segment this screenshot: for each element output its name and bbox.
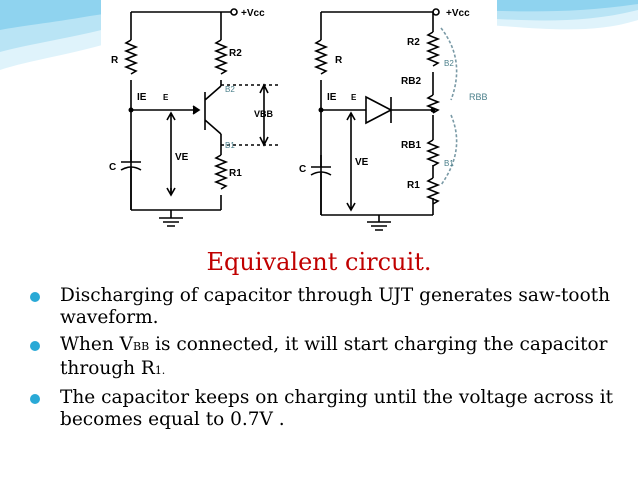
right-e-label: E (351, 93, 357, 102)
bullet-item-3: The capacitor keeps on charging until th… (30, 387, 620, 431)
bullet-dot-icon (30, 394, 40, 404)
right-r1-label: R1 (407, 180, 420, 191)
bullet-text-1: Discharging of capacitor through UJT gen… (60, 285, 611, 328)
right-b1-label: B1 (444, 159, 454, 168)
left-b2-label: B2 (225, 85, 235, 94)
right-rb1-label: RB1 (401, 140, 421, 151)
left-b1-label: B1 (225, 141, 235, 150)
bullet-text-2-post: is connected, it will start charging the… (60, 334, 608, 379)
bullet-text-2-sub: BB (133, 340, 150, 353)
left-e-label: E (163, 93, 169, 102)
right-vcc-label: +Vcc (446, 8, 470, 19)
slide-caption: Equivalent circuit. (206, 248, 432, 276)
right-ie-label: IE (327, 92, 337, 103)
left-r-label: R (111, 55, 119, 66)
left-c-label: C (109, 162, 116, 173)
bullet-text-3: The capacitor keeps on charging until th… (60, 387, 614, 430)
right-r2-label: R2 (407, 37, 420, 48)
bullet-dot-icon (30, 292, 40, 302)
bullet-item-1: Discharging of capacitor through UJT gen… (30, 285, 620, 329)
right-rb2-label: RB2 (401, 76, 421, 87)
left-vbb-label: VBB (254, 109, 274, 119)
bullet-text-2-sub2: 1. (154, 364, 166, 377)
right-b2-label: B2 (444, 59, 454, 68)
bullet-list: Discharging of capacitor through UJT gen… (30, 285, 620, 436)
bullet-dot-icon (30, 341, 40, 351)
right-c-label: C (299, 164, 306, 175)
left-r1-label: R1 (229, 168, 242, 179)
left-ie-label: IE (137, 92, 147, 103)
right-rbb-label: RBB (469, 92, 488, 102)
bullet-item-2: When VBB is connected, it will start cha… (30, 334, 620, 382)
left-ve-label: VE (175, 152, 189, 163)
bullet-text-2-pre: When V (60, 334, 134, 355)
right-r-label: R (335, 55, 343, 66)
left-r2-label: R2 (229, 48, 242, 59)
circuit-diagram-panel: +Vcc R R2 R1 IE E VE C VBB B2 B1 +Vcc R … (101, 0, 497, 243)
right-ve-label: VE (355, 157, 369, 168)
left-vcc-label: +Vcc (241, 8, 265, 19)
ujt-circuit-diagram: +Vcc R R2 R1 IE E VE C VBB B2 B1 +Vcc R … (109, 8, 488, 231)
